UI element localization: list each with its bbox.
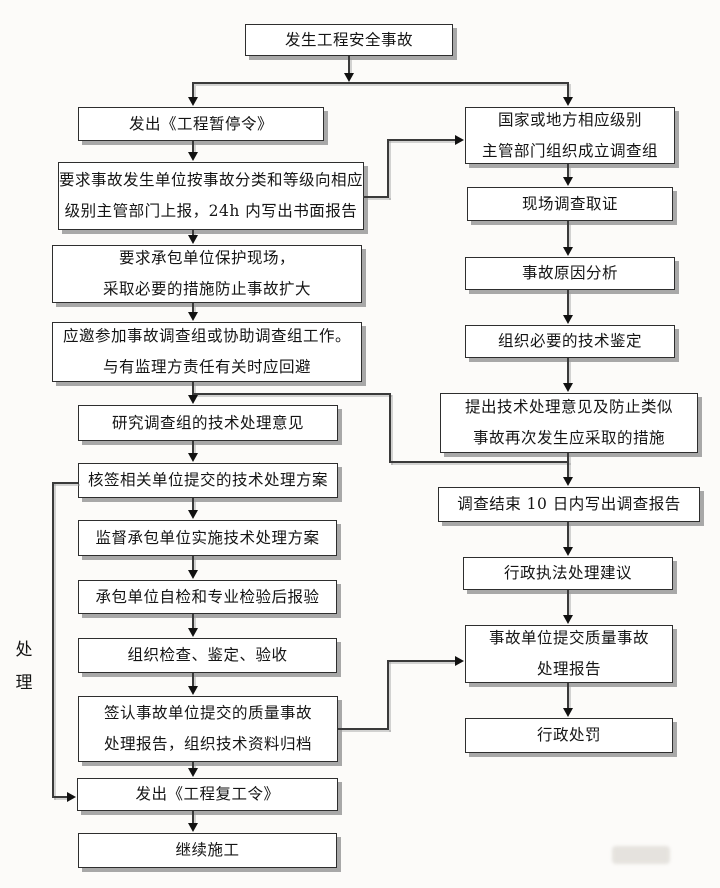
phase-label-handling: 处理 [15, 640, 33, 693]
node-propose-measures: 提出技术处理意见及防止类似 事故再次发生应采取的措施 [440, 393, 698, 453]
flow-line [338, 728, 389, 730]
flow-line [192, 82, 569, 84]
node-start: 发生工程安全事故 [245, 24, 453, 56]
flow-arrow-down [563, 247, 573, 256]
flow-line [192, 811, 194, 824]
node-accident-report: 事故单位提交质量事故 处理报告 [465, 625, 673, 683]
flow-arrow-down [188, 453, 198, 462]
flow-arrow-down [188, 768, 198, 777]
flow-line [192, 556, 194, 571]
flow-arrow-down [563, 383, 573, 392]
flow-line [192, 673, 194, 687]
node-organize-acceptance: 组织检查、鉴定、验收 [78, 638, 337, 673]
node-form-team: 国家或地方相应级别 主管部门组织成立调查组 [465, 107, 675, 164]
flow-arrow-down [188, 686, 198, 695]
flow-arrow-down [188, 628, 198, 637]
flow-line [567, 358, 569, 384]
node-cause-analysis: 事故原因分析 [465, 257, 675, 290]
flow-line [192, 498, 194, 511]
node-report-24h: 要求事故发生单位按事故分类和等级向相应 级别主管部门上报，24h 内写出书面报告 [58, 162, 364, 230]
flow-line [348, 56, 350, 74]
flow-line [567, 164, 569, 178]
node-protect-site: 要求承包单位保护现场， 采取必要的措施防止事故扩大 [52, 245, 362, 303]
node-countersign-report: 签认事故单位提交的质量事故 处理报告，组织技术资料归档 [78, 696, 338, 762]
node-stop-order: 发出《工程暂停令》 [78, 107, 324, 141]
flow-line [192, 762, 194, 769]
flow-line [52, 482, 54, 798]
flow-arrow-down [563, 97, 573, 106]
node-contractor-inspection: 承包单位自检和专业检验后报验 [78, 580, 337, 614]
flow-line [192, 382, 194, 396]
flow-arrow-down [563, 315, 573, 324]
flow-line [387, 139, 456, 141]
node-technical-appraisal: 组织必要的技术鉴定 [465, 325, 675, 358]
flow-line [192, 303, 194, 313]
flow-line [387, 660, 389, 730]
flow-arrow-right [455, 135, 464, 145]
node-resume-order: 发出《工程复工令》 [77, 778, 338, 811]
flow-arrow-down [344, 73, 354, 82]
flow-line [387, 139, 389, 198]
flow-line [567, 84, 569, 98]
node-site-investigation: 现场调查取证 [467, 187, 673, 221]
flow-arrow-down [188, 395, 198, 404]
flow-arrow-down [563, 547, 573, 556]
flow-line [52, 482, 78, 484]
flow-line [567, 453, 569, 478]
flow-line [567, 221, 569, 248]
node-join-investigation: 应邀参加事故调查组或协助调查组工作。 与有监理方责任有关时应回避 [52, 322, 362, 382]
node-study-opinion: 研究调查组的技术处理意见 [78, 405, 338, 441]
flow-arrow-down [563, 177, 573, 186]
node-admin-penalty: 行政处罚 [465, 718, 673, 753]
flow-line [567, 590, 569, 616]
node-continue-construction: 继续施工 [78, 833, 337, 868]
node-law-enforcement: 行政执法处理建议 [463, 557, 673, 590]
flow-line [389, 461, 569, 463]
flow-line [363, 196, 389, 198]
node-supervise-implementation: 监督承包单位实施技术处理方案 [78, 520, 337, 556]
flow-arrow-down [188, 97, 198, 106]
flow-line [192, 141, 194, 153]
flow-line [387, 660, 456, 662]
flow-arrow-down [188, 510, 198, 519]
flow-line [567, 290, 569, 316]
flow-arrow-right [67, 792, 76, 802]
flow-line [567, 522, 569, 548]
flow-line [192, 441, 194, 454]
flow-arrow-down [563, 477, 573, 486]
node-countersign-plan: 核签相关单位提交的技术处理方案 [78, 463, 338, 498]
flow-line [192, 84, 194, 98]
flow-line [193, 393, 390, 395]
node-investigation-report: 调查结束 10 日内写出调查报告 [438, 487, 700, 522]
flow-arrow-down [188, 823, 198, 832]
flow-arrow-down [188, 570, 198, 579]
flow-line [192, 230, 194, 237]
flow-line [192, 614, 194, 629]
flow-line [567, 683, 569, 709]
watermark [612, 846, 670, 864]
flow-line [52, 796, 69, 798]
flow-arrow-down [563, 615, 573, 624]
flow-arrow-right [455, 656, 464, 666]
flow-arrow-down [188, 235, 198, 244]
flow-arrow-down [188, 152, 198, 161]
flow-line [389, 393, 391, 463]
flow-arrow-down [563, 708, 573, 717]
flow-arrow-down [188, 312, 198, 321]
